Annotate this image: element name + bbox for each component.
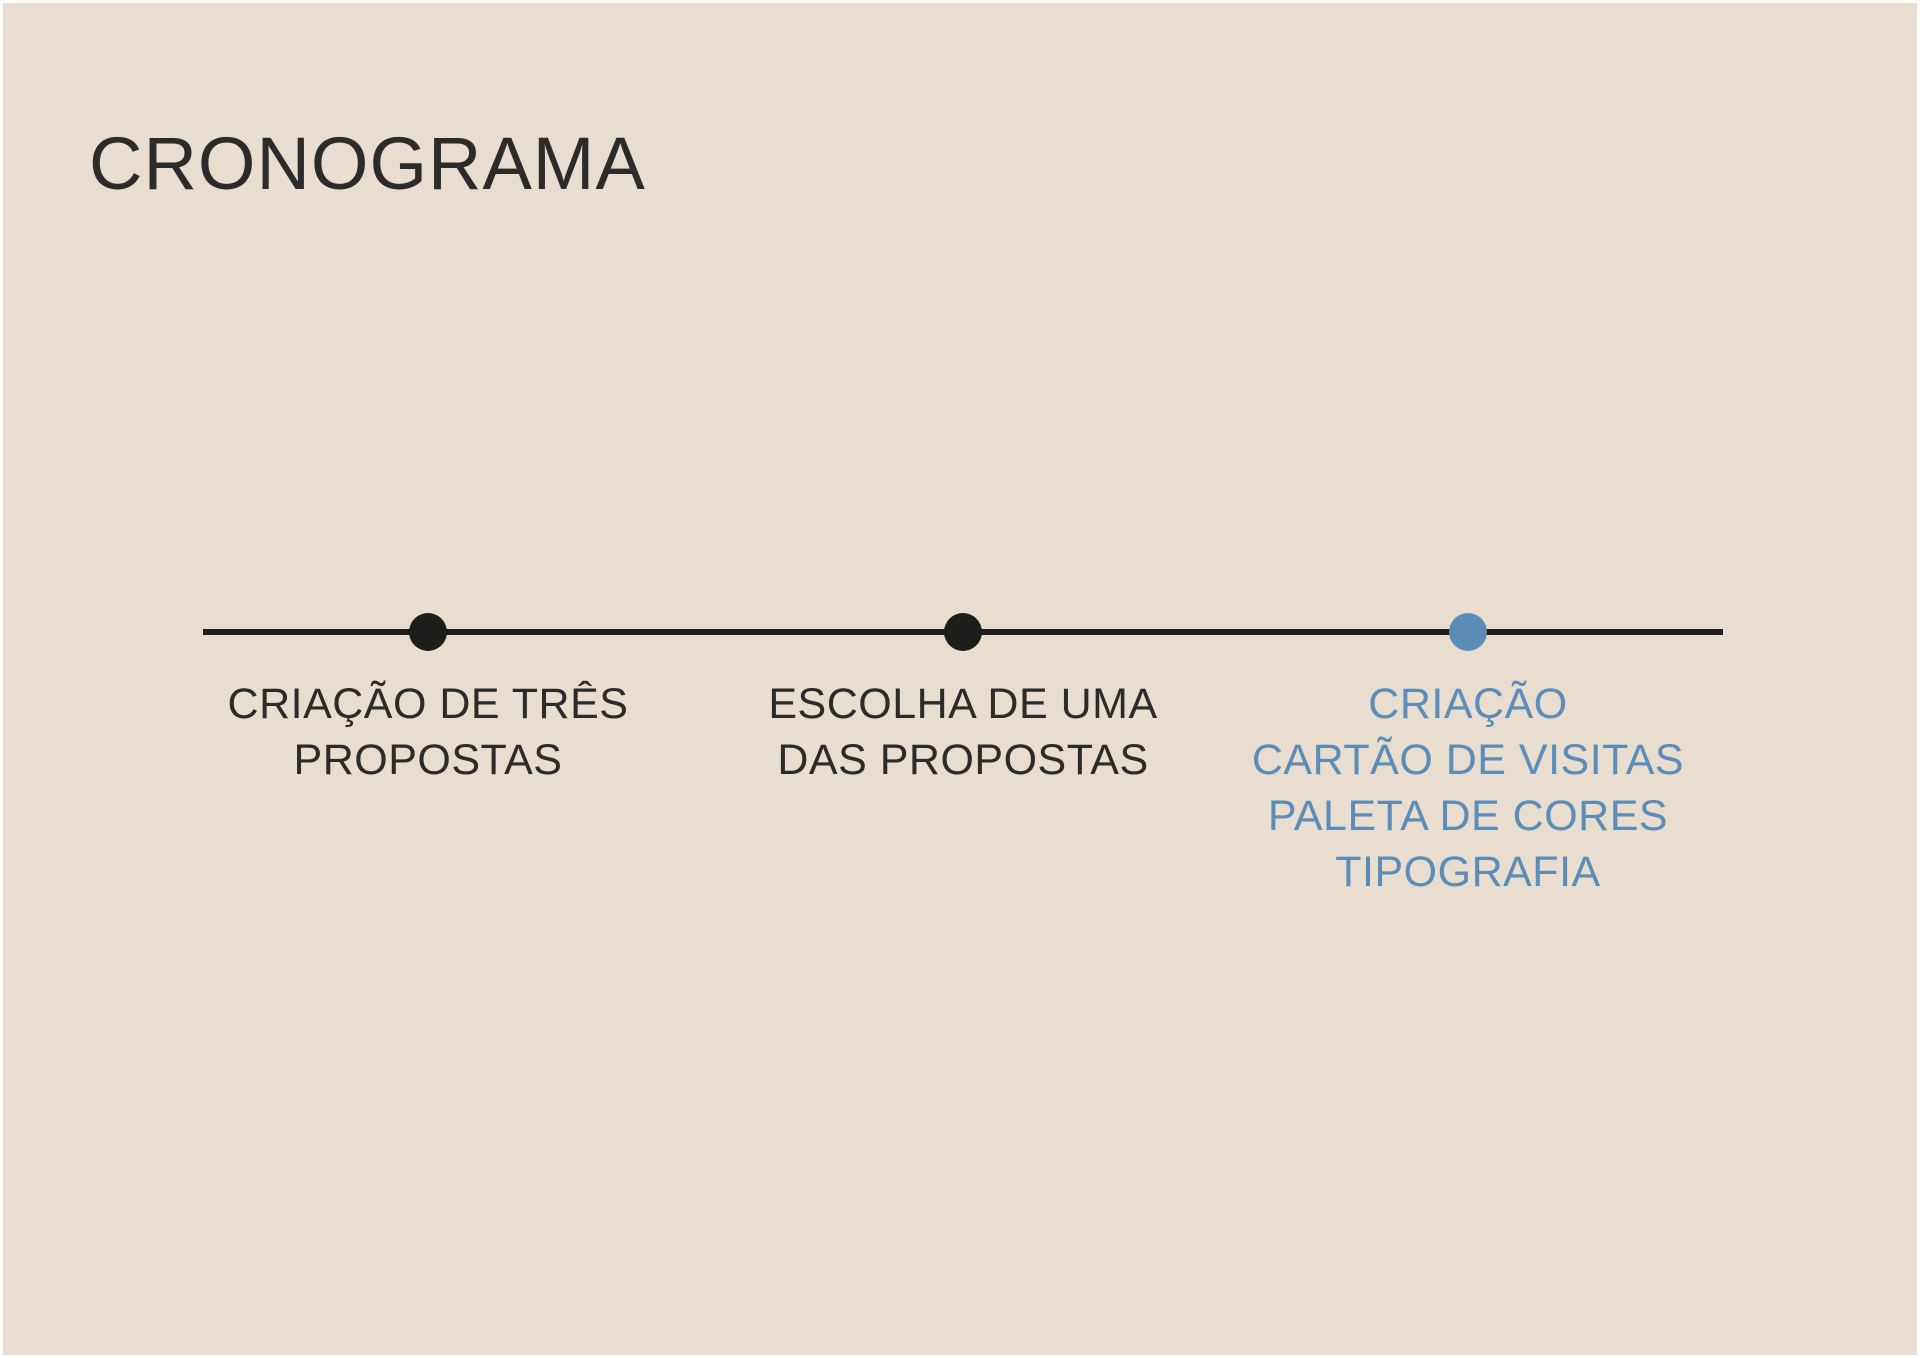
timeline-step-1-line-2: PROPOSTAS	[293, 736, 563, 784]
timeline-step-2-line-2: DAS PROPOSTAS	[777, 736, 1149, 784]
slide: CRONOGRAMA CRIAÇÃO DE TRÊS PROPOSTAS ESC…	[3, 3, 1917, 1355]
timeline-step-3-line-2: CARTÃO DE VISITAS	[1251, 736, 1685, 784]
timeline-step-3-line-3: PALETA DE CORES	[1267, 792, 1669, 840]
timeline-step-3-label: CRIAÇÃO CARTÃO DE VISITAS PALETA DE CORE…	[1208, 676, 1728, 900]
timeline-step-3-line-1: CRIAÇÃO	[1368, 680, 1568, 728]
timeline-step-2-label: ESCOLHA DE UMA DAS PROPOSTAS	[703, 676, 1223, 788]
timeline-milestone-2	[944, 613, 982, 651]
timeline-step-1-line-1: CRIAÇÃO DE TRÊS	[227, 680, 629, 728]
timeline-step-3-line-4: TIPOGRAFIA	[1335, 848, 1601, 896]
timeline-milestone-1	[409, 613, 447, 651]
timeline-step-2-line-1: ESCOLHA DE UMA	[768, 680, 1158, 728]
page-title: CRONOGRAMA	[89, 122, 646, 205]
timeline-step-1-label: CRIAÇÃO DE TRÊS PROPOSTAS	[168, 676, 688, 788]
timeline-milestone-3	[1449, 613, 1487, 651]
